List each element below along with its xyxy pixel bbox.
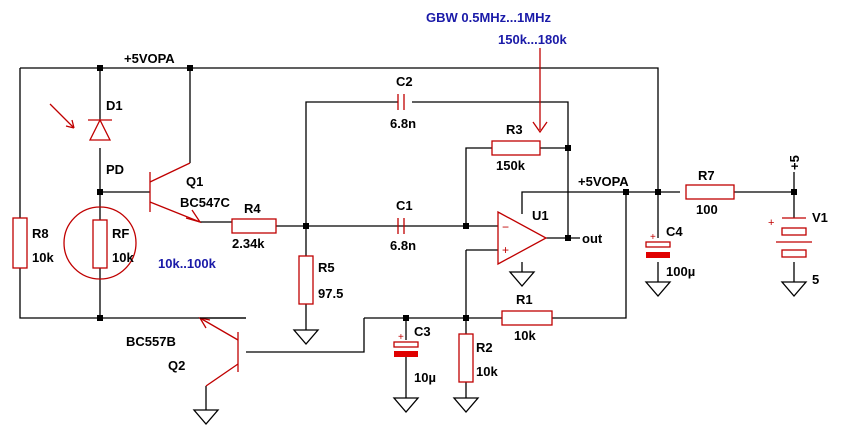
wire-opamp-plus <box>465 249 498 318</box>
junction <box>623 189 629 195</box>
label-rf-value: 10k <box>112 250 134 265</box>
label-d1-ref: D1 <box>106 98 123 113</box>
label-r5-ref: R5 <box>318 260 335 275</box>
label-r1-ref: R1 <box>516 292 533 307</box>
wire-left-rail <box>19 68 246 319</box>
ground-icon <box>292 329 320 345</box>
capacitor-c3 <box>393 341 419 357</box>
label-q1-ref: Q1 <box>186 174 203 189</box>
photodiode-d1 <box>49 103 112 141</box>
annotation-gbw: GBW 0.5MHz...1MHz <box>426 10 551 25</box>
resistor-r2 <box>458 333 474 383</box>
resistor-r1 <box>501 310 553 326</box>
resistor-r8 <box>12 217 28 269</box>
label-c2-value: 6.8n <box>390 116 416 131</box>
label-q2-ref: Q2 <box>168 358 185 373</box>
label-rf-ref: RF <box>112 226 129 241</box>
junction <box>303 223 309 229</box>
arrow-icon <box>532 121 548 134</box>
junction <box>655 189 661 195</box>
ground-icon <box>392 397 420 413</box>
label-r8-value: 10k <box>32 250 54 265</box>
c4-plus-mark: + <box>650 232 656 243</box>
resistor-rf <box>92 219 108 269</box>
c3-plus-mark: + <box>398 332 404 343</box>
transistor-q1 <box>149 162 202 224</box>
ground-icon <box>192 409 220 425</box>
label-r4-ref: R4 <box>244 201 261 216</box>
label-q2-value: BC557B <box>126 334 176 349</box>
capacitor-c2 <box>397 94 405 110</box>
ground-icon <box>780 281 808 297</box>
label-r5-value: 97.5 <box>318 286 343 301</box>
label-d1-value: PD <box>106 162 124 177</box>
junction <box>565 145 571 151</box>
label-r8-ref: R8 <box>32 226 49 241</box>
wire-r1 <box>364 192 627 319</box>
label-c2-ref: C2 <box>396 74 413 89</box>
label-v1-value: 5 <box>812 272 819 287</box>
label-r7-ref: R7 <box>698 168 715 183</box>
label-r7-value: 100 <box>696 202 718 217</box>
junction <box>97 65 103 71</box>
annotation-rf-range: 10k..100k <box>158 256 217 271</box>
opamp-plus-pin: + <box>502 243 509 257</box>
resistor-r7 <box>685 184 735 200</box>
label-r2-value: 10k <box>476 364 498 379</box>
opamp-minus-pin: − <box>502 220 509 234</box>
wire-c2-loop <box>305 101 569 238</box>
junctions <box>97 65 797 321</box>
label-r1-value: 10k <box>514 328 536 343</box>
capacitor-c4 <box>645 241 671 258</box>
ground-symbols <box>192 271 808 425</box>
net-label-out: out <box>582 231 603 246</box>
junction <box>187 65 193 71</box>
junction <box>403 315 409 321</box>
label-c4-value: 100µ <box>666 264 695 279</box>
net-label-vopa-top: +5VOPA <box>124 51 175 66</box>
label-r3-ref: R3 <box>506 122 523 137</box>
label-c4-ref: C4 <box>666 224 683 239</box>
transistor-q2 <box>198 317 239 387</box>
junction <box>565 235 571 241</box>
label-c3-value: 10µ <box>414 370 436 385</box>
resistor-r3 <box>491 140 541 156</box>
wire-q2-base <box>246 318 365 353</box>
label-u1-ref: U1 <box>532 208 549 223</box>
label-c1-ref: C1 <box>396 198 413 213</box>
junction <box>97 189 103 195</box>
annotation-r3-range: 150k...180k <box>498 32 567 47</box>
junction <box>97 315 103 321</box>
battery-plus-mark: + <box>768 217 774 229</box>
junction <box>463 223 469 229</box>
label-q1-value: BC547C <box>180 195 230 210</box>
ground-icon <box>508 271 536 287</box>
wire-r7 <box>734 191 795 282</box>
ground-icon <box>644 281 672 297</box>
label-v1-ref: V1 <box>812 210 828 225</box>
net-label-vopa-right: +5VOPA <box>578 174 629 189</box>
battery-v1 <box>776 217 812 258</box>
wire-r3-loop <box>465 147 568 226</box>
opamp-u1 <box>497 210 548 266</box>
label-r2-ref: R2 <box>476 340 493 355</box>
junction <box>791 189 797 195</box>
ground-icon <box>452 397 480 413</box>
resistor-r4 <box>231 218 277 234</box>
rf-highlight-circle <box>63 206 137 280</box>
capacitor-c1 <box>397 218 405 234</box>
label-c1-value: 6.8n <box>390 238 416 253</box>
label-c3-ref: C3 <box>414 324 431 339</box>
resistor-r5 <box>298 255 314 305</box>
wire-top-rail <box>20 67 659 192</box>
junction <box>463 315 469 321</box>
net-label-plus5: +5 <box>787 155 802 170</box>
label-r3-value: 150k <box>496 158 526 173</box>
label-r4-value: 2.34k <box>232 236 265 251</box>
